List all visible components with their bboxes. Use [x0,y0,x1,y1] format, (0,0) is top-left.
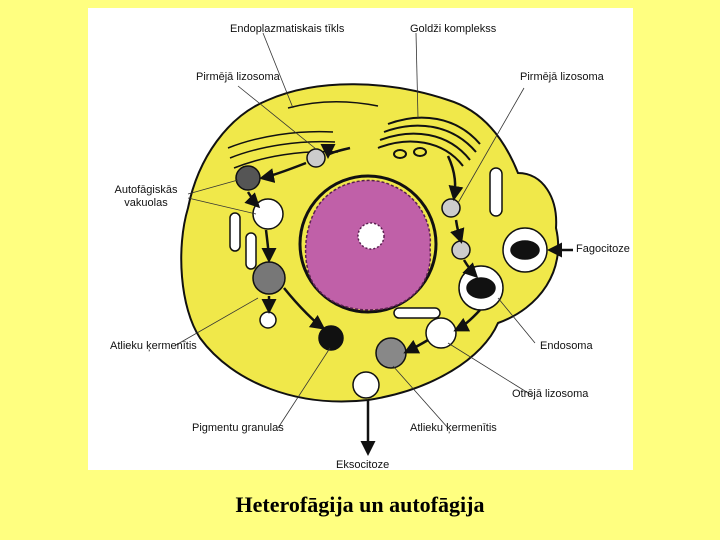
nucleolus [357,222,385,250]
secondary-lysosome [425,317,457,349]
label-endosome: Endosoma [540,340,593,352]
mitochondria [229,167,503,319]
phagosome-content [510,240,540,260]
label-endoplasmic-reticulum: Endoplazmatiskais tīkls [230,23,345,35]
label-autophagic-vacuoles: Autofāgiskās vakuolas [114,184,178,209]
primary-lysosome-left [306,148,326,168]
label-residual-body-bottom: Atlieku ķermenītis [410,422,497,434]
label-phagocytosis: Fagocitoze [576,243,630,255]
endosome-content [466,277,496,299]
residual-body-dots [375,337,407,369]
pathway-arrows [244,143,573,456]
label-exocytosis: Eksocitoze [336,459,390,471]
golgi-complex [377,116,481,167]
autophagic-vacuole-3 [252,261,286,295]
cell-illustration [175,32,573,456]
label-primary-lysosome-right: Pirmējā lizosoma [520,71,604,83]
pigment-body [318,325,344,351]
slide-title: Heterofāgija un autofāgija [235,492,485,517]
autophagic-vacuole-2 [252,198,284,230]
autophagic-vacuole-1 [235,165,261,191]
lysosome-pair [451,240,471,260]
exocytosis-vesicle [352,371,380,399]
label-residual-body-left: Atlieku ķermenītis [110,340,197,352]
label-golgi-complex: Goldži komplekss [410,23,497,35]
label-pigment-granules: Pigmentu granulas [192,422,284,434]
leader-lines [175,32,536,429]
label-primary-lysosome-left: Pirmējā lizosoma [196,71,280,83]
label-secondary-lysosome: Otrējā lizosoma [512,388,589,400]
primary-lysosome-right [441,198,461,218]
residual-vesicle [259,311,277,329]
organelles [235,148,548,399]
cell-diagram: Endoplazmatiskais tīkls Goldži komplekss… [88,8,633,471]
